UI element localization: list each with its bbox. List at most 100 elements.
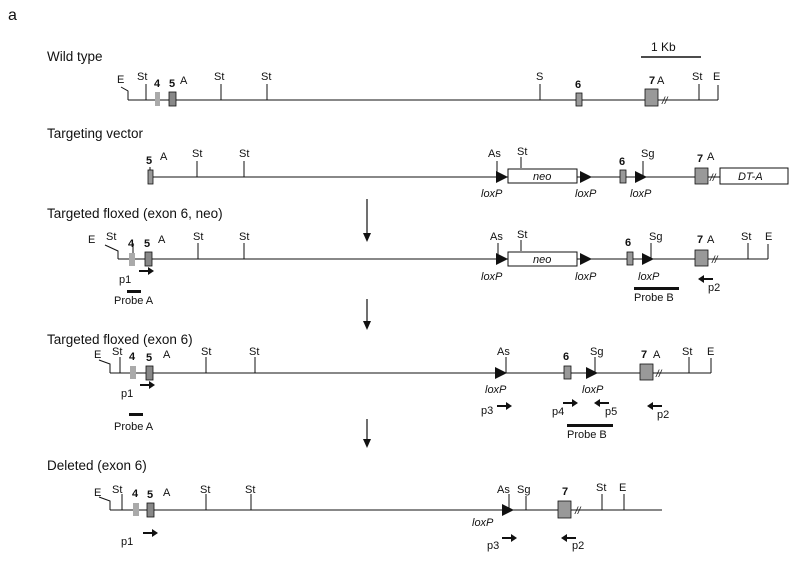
primer-label: p1 [119, 274, 131, 286]
site-label: Sg [641, 148, 654, 160]
loxp-site-triangle [495, 367, 507, 379]
site-label: A [163, 349, 171, 361]
exon-label: 7 [641, 349, 647, 361]
panel-letter: a [8, 7, 17, 24]
loxp-site-triangle [642, 253, 654, 265]
primer-label: p1 [121, 388, 133, 400]
site-label: E [707, 346, 714, 358]
exon-label: 7 [562, 486, 568, 498]
row-targeted-floxed-neo: Targeted floxed (exon 6, neo) E St A St … [47, 206, 772, 307]
site-label: St [517, 229, 527, 241]
site-label: St [214, 71, 224, 83]
loxp-label: loxP [575, 271, 597, 283]
site-label: A [158, 234, 166, 246]
exon-label: 4 [128, 238, 135, 250]
loxp-label: loxP [481, 271, 503, 283]
site-label: E [117, 74, 124, 86]
primer-arrow-left [561, 534, 576, 542]
neo-cassette [507, 168, 578, 184]
site-label: St [239, 231, 249, 243]
loxp-site-triangle [496, 253, 508, 265]
site-label: As [497, 484, 510, 496]
exon-label: 6 [563, 351, 569, 363]
loxp-label: loxP [630, 188, 652, 200]
primer-label: p2 [657, 409, 669, 421]
loxp-label: loxP [472, 517, 494, 529]
site-label: St [261, 71, 271, 83]
line-end-hook [120, 86, 129, 100]
loxp-site-triangle [580, 171, 592, 183]
row-title: Targeted floxed (exon 6, neo) [47, 206, 223, 221]
primer-label: p3 [487, 540, 499, 552]
loxp-site-triangle [502, 504, 514, 516]
site-label: St [245, 484, 255, 496]
exon-7-box [694, 249, 709, 267]
site-label: A [707, 234, 715, 246]
site-label: Sg [590, 346, 603, 358]
site-label: E [713, 71, 720, 83]
primer-arrow-right [502, 534, 517, 542]
site-label: St [682, 346, 692, 358]
break-mark: // [711, 255, 719, 266]
exon-label: 5 [146, 155, 152, 167]
exon-label: 4 [132, 488, 139, 500]
primer-label: p1 [121, 536, 133, 548]
site-label: St [741, 231, 751, 243]
row-targeting-vector: Targeting vector A St St As St Sg A 5 6 … [47, 126, 789, 200]
primer-arrow-left [594, 399, 609, 407]
site-label: A [657, 75, 665, 87]
cassette-label: neo [533, 254, 551, 266]
cassette-label: neo [533, 171, 551, 183]
site-label: As [497, 346, 510, 358]
loxp-label: loxP [638, 271, 660, 283]
site-label: A [653, 349, 661, 361]
site-label: A [180, 75, 188, 87]
process-arrow [363, 199, 371, 242]
loxp-site-triangle [580, 253, 592, 265]
exon-label: 6 [625, 237, 631, 249]
site-label: As [488, 148, 501, 160]
primer-label: p4 [552, 406, 564, 418]
primer-arrow-right [143, 529, 158, 537]
exon-label: 6 [575, 79, 581, 91]
site-label: A [707, 151, 715, 163]
break-mark: // [655, 369, 663, 380]
exon-5-box [168, 91, 177, 107]
loxp-label: loxP [481, 188, 503, 200]
site-label: St [192, 148, 202, 160]
probe-bar [129, 413, 143, 416]
exon-4-box [129, 253, 135, 266]
site-label: Sg [517, 484, 530, 496]
line-end-hook [98, 359, 111, 373]
primer-arrow-left [698, 275, 713, 283]
break-mark: // [709, 173, 717, 184]
site-label: St [137, 71, 147, 83]
primer-label: p2 [572, 540, 584, 552]
exon-4-box [155, 92, 160, 106]
site-label: E [94, 349, 101, 361]
probe-bar [634, 287, 679, 290]
probe-label: Probe B [567, 429, 607, 441]
site-label: St [517, 146, 527, 158]
probe-bar [567, 424, 613, 427]
row-title: Targeting vector [47, 126, 144, 141]
site-label: St [193, 231, 203, 243]
exon-label: 4 [129, 351, 136, 363]
exon-6-box [575, 92, 583, 107]
exon-6-box [626, 251, 634, 266]
exon-4-box [133, 503, 139, 516]
loxp-site-triangle [496, 171, 508, 183]
dta-cassette [719, 167, 789, 185]
exon-5-box [146, 502, 155, 518]
exon-5-box [145, 365, 154, 381]
site-label: St [692, 71, 702, 83]
line-end-hook [98, 496, 111, 510]
exon-label: 5 [144, 238, 150, 250]
exon-label: 7 [649, 75, 655, 87]
loxp-site-triangle [635, 171, 647, 183]
primer-label: p2 [708, 282, 720, 294]
site-label: A [163, 487, 171, 499]
site-label: As [490, 231, 503, 243]
